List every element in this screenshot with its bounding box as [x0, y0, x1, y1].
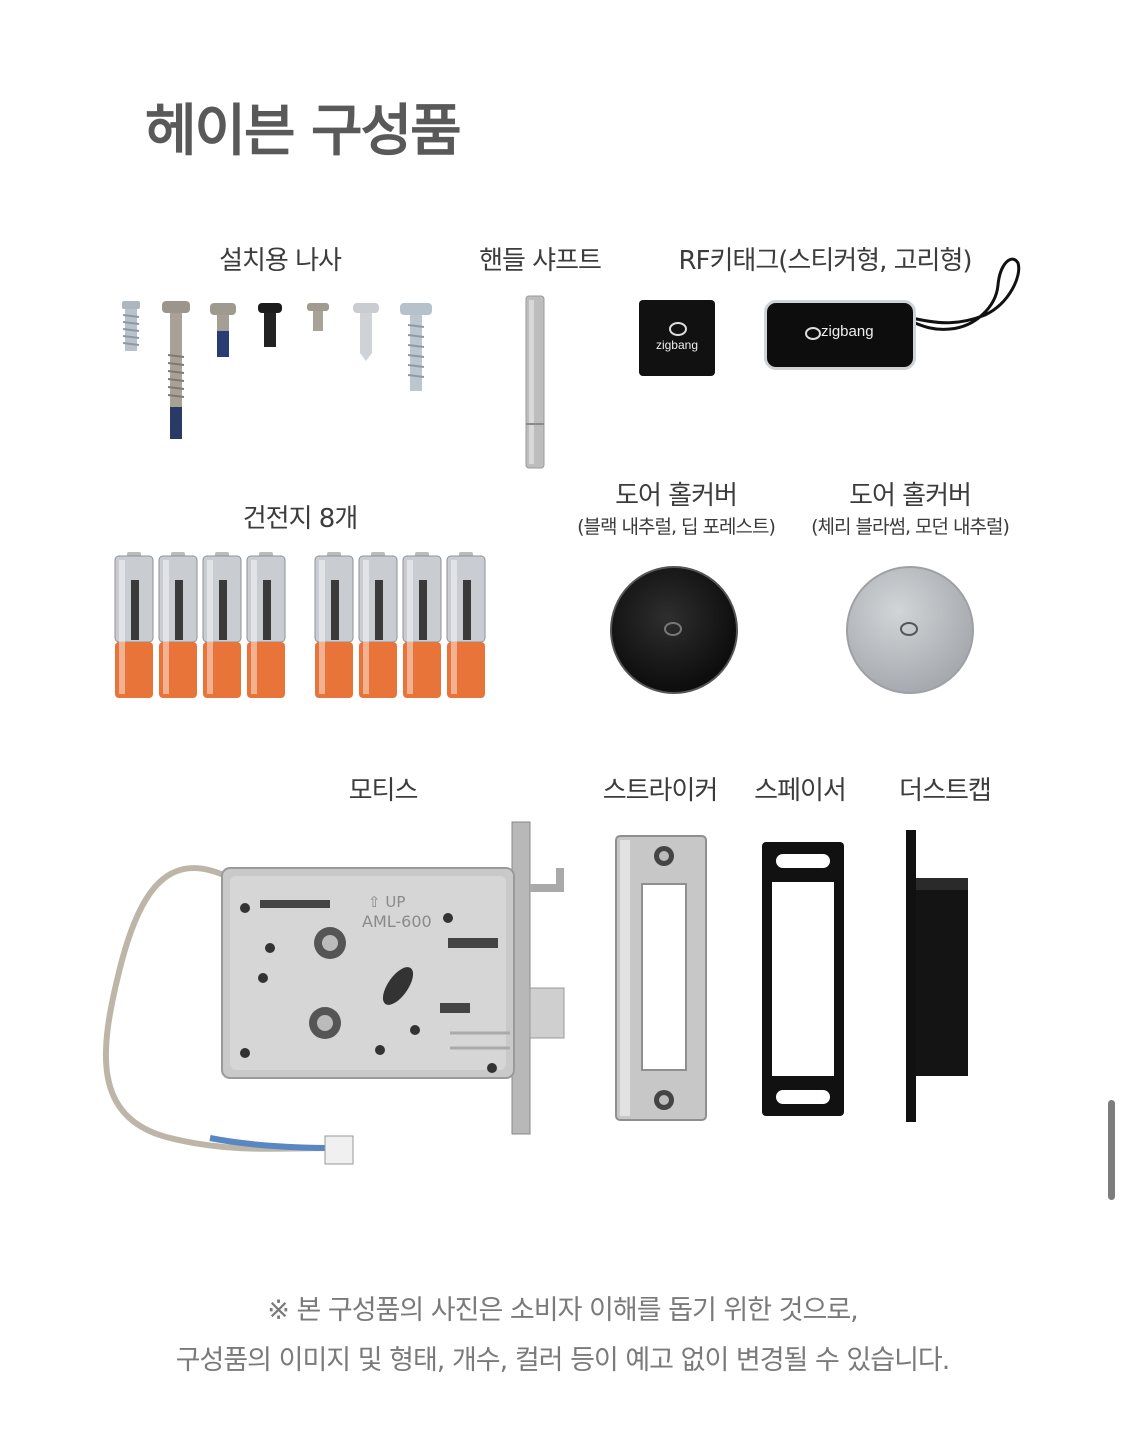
handle-shaft-label: 핸들 샤프트: [479, 246, 602, 276]
screw-2: [162, 301, 190, 439]
door-cover-black: [610, 566, 738, 694]
dust-cap-image: [906, 830, 968, 1122]
rf-tag-label: RF키태그(스티커형, 고리형): [678, 246, 972, 276]
door-cover-silver-sub: (체리 블라썸, 모던 내추럴): [811, 516, 1010, 538]
notice-line-1: ※ 본 구성품의 사진은 소비자 이해를 돕기 위한 것으로,: [267, 1295, 859, 1326]
mortise-print-up: ⇧ UP: [368, 893, 406, 911]
rf-sticker-brand: zigbang: [655, 338, 699, 352]
battery: [314, 552, 354, 698]
mortise-label: 모티스: [348, 776, 419, 806]
zigbang-cover-icon: [900, 622, 918, 636]
screw-6: [353, 303, 379, 361]
door-cover-silver-label: 도어 홀커버: [849, 481, 972, 511]
door-cover-black-label: 도어 홀커버: [615, 481, 738, 511]
door-cover-black-sub: (블랙 내추럴, 딥 포레스트): [577, 516, 776, 538]
striker-image: [615, 835, 707, 1121]
rf-keyfob: zigbang: [764, 300, 916, 370]
battery: [202, 552, 242, 698]
spacer-image: [762, 842, 844, 1116]
battery: [114, 552, 154, 698]
battery: [358, 552, 398, 698]
zigbang-cover-icon: [664, 622, 682, 636]
page-title: 헤이븐 구성품: [145, 99, 462, 164]
screw-4: [258, 303, 282, 347]
screw-3: [210, 303, 236, 357]
screw-1: [122, 301, 140, 351]
mortise-print-model: AML-600: [362, 912, 432, 931]
battery: [158, 552, 198, 698]
zigbang-logo-icon: [669, 322, 687, 336]
notice-line-2: 구성품의 이미지 및 형태, 개수, 컬러 등이 예고 없이 변경될 수 있습니…: [175, 1345, 951, 1376]
striker-label: 스트라이커: [602, 776, 719, 806]
battery: [446, 552, 486, 698]
screw-5: [307, 303, 329, 331]
screw-7: [400, 303, 432, 391]
handle-shaft-image: [525, 295, 545, 469]
batteries-image: [114, 552, 486, 698]
mortise-image: [102, 821, 565, 1165]
battery: [246, 552, 286, 698]
zigbang-fob-icon: [805, 327, 821, 340]
screws-image: [122, 301, 432, 439]
battery: [402, 552, 442, 698]
dust-cap-label: 더스트캡: [899, 776, 992, 806]
screws-label: 설치용 나사: [219, 246, 342, 276]
batteries-label: 건전지 8개: [242, 504, 359, 534]
rf-fob-brand: zigbang: [821, 323, 874, 340]
rf-sticker-tag: zigbang: [639, 300, 715, 376]
door-cover-silver: [846, 566, 974, 694]
scrollbar-thumb[interactable]: [1108, 1100, 1115, 1200]
spacer-label: 스페이서: [754, 776, 847, 806]
